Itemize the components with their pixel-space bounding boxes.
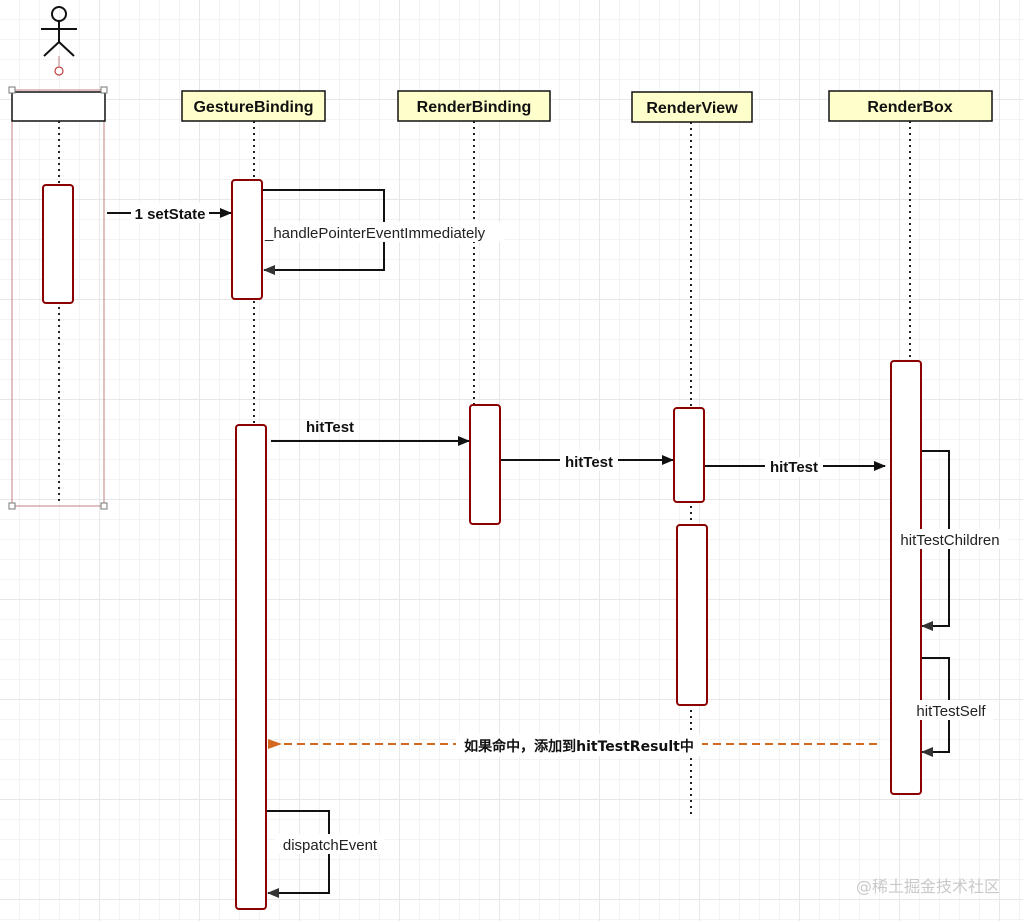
render-view-head[interactable] bbox=[631, 91, 753, 123]
message-hit-test-3[interactable]: hitTest bbox=[705, 457, 886, 477]
stick-figure-icon bbox=[41, 6, 77, 57]
participant-gesture-binding[interactable]: GestureBinding bbox=[181, 90, 326, 910]
actor-head-box[interactable] bbox=[11, 91, 106, 122]
rotation-handle[interactable] bbox=[54, 66, 64, 76]
set-state-label: 1 setState bbox=[135, 206, 206, 223]
render-box-activation[interactable] bbox=[890, 360, 922, 795]
render-view-activation-2[interactable] bbox=[676, 524, 708, 706]
render-binding-activation[interactable] bbox=[469, 404, 501, 525]
actor-activation[interactable] bbox=[42, 184, 74, 304]
message-hit-test-2[interactable]: hitTest bbox=[501, 451, 674, 471]
actor-participant[interactable] bbox=[8, 6, 108, 510]
hit-test-children-label: hitTestChildren bbox=[900, 532, 999, 549]
gesture-binding-activation-2[interactable] bbox=[235, 424, 267, 910]
render-view-label: RenderView bbox=[646, 100, 738, 117]
message-set-state[interactable]: 1 setState bbox=[107, 203, 232, 223]
dispatch-event-label: dispatchEvent bbox=[283, 837, 378, 854]
render-binding-label: RenderBinding bbox=[417, 99, 532, 116]
message-add-to-result[interactable]: 如果命中，添加到hitTestResult中 bbox=[268, 734, 877, 756]
participant-render-binding[interactable]: RenderBinding bbox=[397, 90, 551, 525]
render-box-head[interactable] bbox=[828, 90, 993, 122]
render-binding-head[interactable] bbox=[397, 90, 551, 122]
message-dispatch-event[interactable]: dispatchEvent bbox=[267, 810, 385, 898]
render-box-label: RenderBox bbox=[867, 99, 952, 116]
gesture-binding-head[interactable] bbox=[181, 90, 326, 122]
actor-selection-frame bbox=[11, 89, 105, 507]
gesture-binding-activation-1[interactable] bbox=[231, 179, 263, 300]
participant-render-view[interactable]: RenderView bbox=[631, 91, 753, 815]
message-hit-test-1[interactable]: hitTest bbox=[271, 419, 470, 446]
render-view-activation-1[interactable] bbox=[673, 407, 705, 503]
hit-test-1-label: hitTest bbox=[306, 419, 354, 436]
hit-test-2-label: hitTest bbox=[565, 454, 613, 471]
add-to-result-label: 如果命中，添加到hitTestResult中 bbox=[464, 738, 694, 755]
hit-test-3-label: hitTest bbox=[770, 459, 818, 476]
message-handle-pointer-event[interactable]: _handlePointerEventImmediately bbox=[263, 189, 504, 275]
hit-test-self-label: hitTestSelf bbox=[916, 703, 986, 720]
message-hit-test-children[interactable]: hitTestChildren bbox=[893, 450, 1008, 631]
message-hit-test-self[interactable]: hitTestSelf bbox=[909, 657, 993, 757]
watermark-text: @稀土掘金技术社区 bbox=[856, 877, 1000, 896]
participant-render-box[interactable]: RenderBox bbox=[828, 90, 993, 795]
gesture-binding-label: GestureBinding bbox=[193, 99, 313, 116]
selection-handles[interactable] bbox=[8, 86, 108, 510]
handle-pointer-event-label: _handlePointerEventImmediately bbox=[264, 225, 486, 242]
